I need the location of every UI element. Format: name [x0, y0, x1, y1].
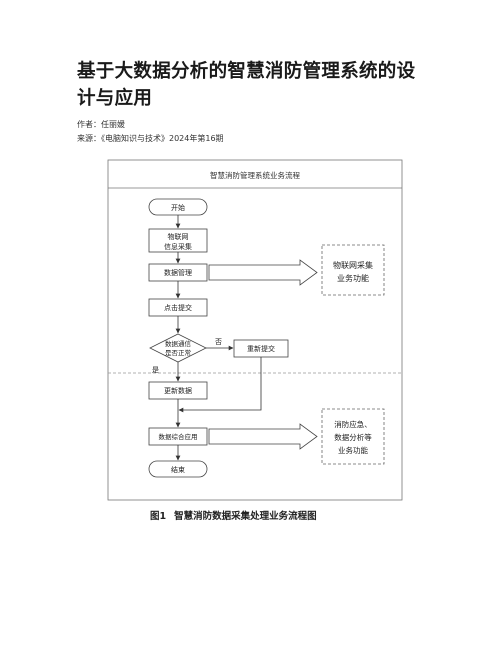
yes-label: 是 — [152, 366, 159, 374]
fire-func-label-1: 消防应急、 — [334, 419, 372, 429]
iot-info-label-1: 物联网 — [168, 232, 189, 241]
fire-func-label-2: 数据分析等 — [334, 432, 372, 442]
block-arrow-iot — [208, 259, 318, 286]
iot-func-label-1: 物联网采集 — [333, 260, 373, 270]
source-line: 来源：《电脑知识与技术》2024年第16期 — [77, 134, 224, 143]
caption-text: 智慧消防数据采集处理业务流程图 — [174, 511, 317, 522]
no-label: 否 — [215, 338, 222, 346]
data-app-label: 数据综合应用 — [159, 432, 198, 441]
author-line: 作者：任丽媛 — [77, 120, 125, 129]
figure-caption: 图1 智慧消防数据采集处理业务流程图 — [150, 508, 370, 522]
end-label: 结束 — [171, 465, 185, 474]
article-title: 基于大数据分析的智慧消防管理系统的设计与应用 — [77, 61, 416, 109]
decision-label-2: 是否正常 — [165, 348, 191, 357]
resubmit-label: 重新提交 — [247, 344, 275, 353]
caption-number: 图1 — [150, 511, 167, 522]
iot-func-box — [321, 244, 385, 296]
block-arrow-fire — [208, 423, 318, 450]
data-mgmt-label: 数据管理 — [164, 268, 192, 277]
start-label: 开始 — [171, 203, 185, 212]
fire-func-box — [321, 408, 385, 465]
iot-func-label-2: 业务功能 — [337, 273, 369, 283]
figure-header: 智慧消防管理系统业务流程 — [210, 170, 300, 180]
arrow-resubmit-loop — [178, 357, 262, 413]
end-node — [148, 460, 208, 478]
iot-info-label-2: 信息采集 — [164, 242, 192, 251]
update-data-label: 更新数据 — [164, 386, 192, 395]
decision-label-1: 数据通信 — [165, 339, 192, 348]
fire-func-label-3: 业务功能 — [338, 445, 368, 455]
click-submit-label: 点击提交 — [164, 303, 192, 312]
